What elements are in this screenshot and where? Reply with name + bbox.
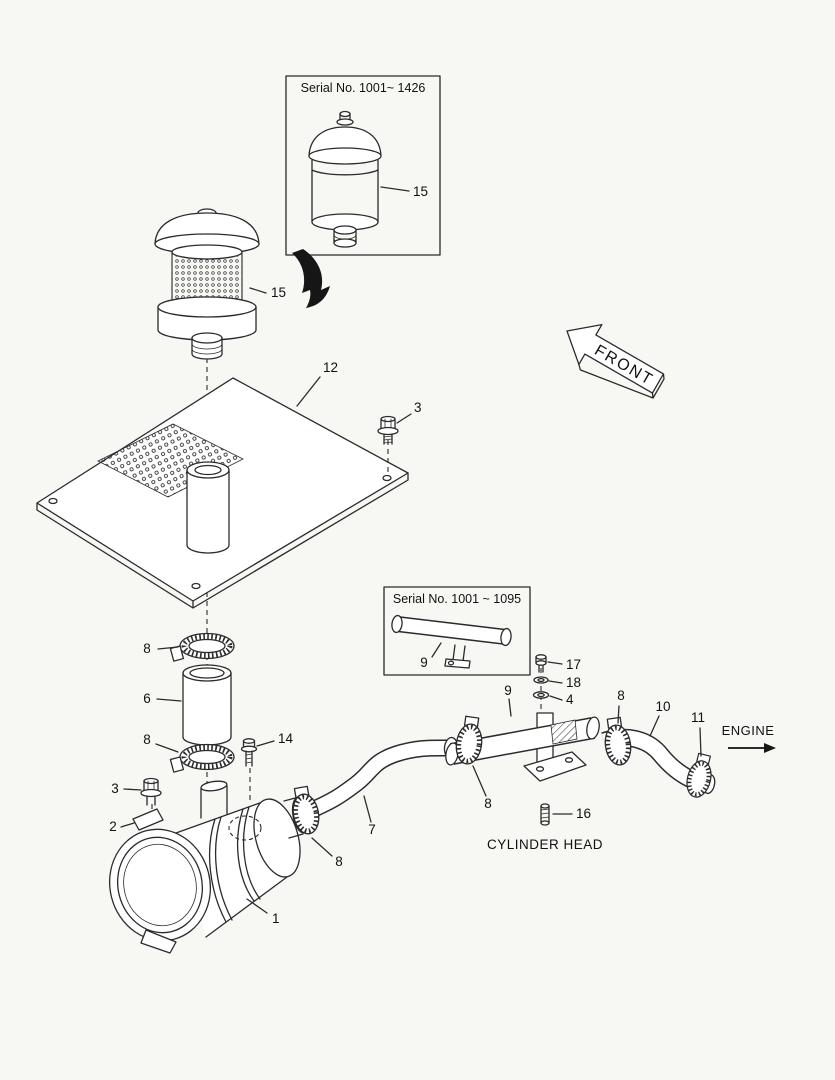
hose-clamp-lower: 8 [143,732,234,772]
inset-pipe-drawing [391,614,512,669]
part-label-8-upper: 8 [143,641,151,656]
hose-clamp-upper: 8 [143,634,234,662]
part-label-4: 4 [566,692,574,707]
part-label-15-inset: 15 [413,184,428,199]
callout-clamp-lower: 8 [143,732,179,753]
callout-bracket: 2 [109,819,135,834]
part-label-3-top: 3 [414,400,422,415]
callout-engine-hose: 10 [649,699,671,737]
engine-label: ENGINE [722,723,775,738]
callout-inset-pipe: 9 [420,642,442,670]
inlet-hose: 6 [143,664,232,746]
plate-bolt: 3 [377,400,422,474]
callout-pipe-clamp: 8 [472,765,492,811]
callout-inlet-hose: 6 [143,691,182,706]
callout-pipe: 9 [504,683,512,717]
inset-early-serial: Serial No. 1001~ 1426 15 [285,75,441,256]
engine-arrow-icon [764,743,776,753]
plain-washer [533,676,549,684]
air-cleaner-body: 2 1 [108,780,301,954]
callout-stud: 16 [552,806,591,821]
stud [540,803,550,826]
callout-bracket-bolt: 17 [547,657,581,672]
part-label-6: 6 [143,691,151,706]
engine-side-connection: 8 10 11 ENGINE [602,688,776,800]
body-bolt: 3 [111,777,162,822]
callout-outlet-clamp: 8 [311,837,343,869]
cover-plate: 12 [36,360,409,609]
part-label-8-outlet: 8 [335,854,343,869]
part-label-18: 18 [566,675,581,690]
clamp-bolt: 14 [240,731,294,802]
part-label-12: 12 [323,360,338,375]
inset-air-cleaner-drawing [308,110,382,248]
part-label-16: 16 [576,806,591,821]
hose-end-clamp [683,752,716,800]
callout-clamp-upper: 8 [143,641,179,656]
part-label-9: 9 [504,683,512,698]
part-label-8-pipe: 8 [484,796,492,811]
callout-element: 15 [249,285,286,300]
inset-early-pipe: Serial No. 1001 ~ 1095 9 [383,586,531,676]
plate-inlet-tube [186,461,230,554]
callout-clamp-bolt: 14 [256,731,294,747]
inset-early-pipe-title: Serial No. 1001 ~ 1095 [393,592,521,606]
callout-hose-s: 7 [363,795,376,837]
outlet-connection: 8 7 [283,736,459,869]
callout-end-clamp: 11 [691,710,705,757]
engine-hose-clamp [602,717,633,767]
callout-plain-washer: 18 [548,675,581,690]
callout-spring-washer: 4 [549,692,574,707]
part-label-11: 11 [691,710,705,725]
pipe-assembly: 9 8 17 18 [445,654,603,852]
part-label-10: 10 [655,699,670,714]
part-label-7: 7 [368,822,376,837]
part-label-15: 15 [271,285,286,300]
redirect-arrow-icon [292,249,330,308]
air-cleaner-element: 15 [154,208,286,360]
callout-body-bolt: 3 [111,781,142,796]
part-label-14: 14 [278,731,294,746]
body-mount-bracket [132,808,177,954]
spring-washer [532,691,550,699]
part-label-3-left: 3 [111,781,119,796]
part-label-2: 2 [109,819,117,834]
callout-cover-plate: 12 [296,360,338,407]
front-direction-arrow: FRONT [566,323,665,399]
engine-direction: ENGINE [722,723,776,753]
part-label-9-inset: 9 [420,655,428,670]
body-inlet-port [200,780,228,819]
cylinder-head-label: CYLINDER HEAD [487,837,603,852]
inset-early-serial-title: Serial No. 1001~ 1426 [301,81,426,95]
part-label-17: 17 [566,657,581,672]
callout-engine-clamp: 8 [617,688,625,724]
callout-body: 1 [246,898,280,926]
bracket-bolt [535,654,547,673]
part-label-1: 1 [272,911,280,926]
part-label-8-engine: 8 [617,688,625,703]
part-label-8-lower: 8 [143,732,151,747]
callout-element-early: 15 [380,184,428,199]
callout-plate-bolt: 3 [396,400,422,424]
